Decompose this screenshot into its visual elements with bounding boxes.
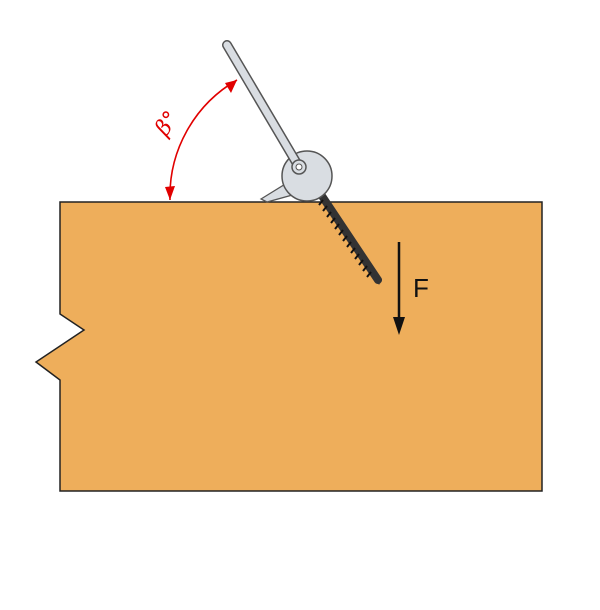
force-arrowhead [393, 317, 405, 335]
lifting-anchor-icon [222, 40, 333, 203]
anchor-rod [223, 41, 303, 171]
angle-arrowhead-right [225, 80, 237, 93]
angle-arc-icon [165, 79, 238, 201]
timber-beam [34, 201, 543, 492]
screw-tip [374, 275, 382, 285]
angle-arc [169, 79, 238, 201]
screw-icon [318, 192, 382, 285]
angle-arrowhead-left [165, 186, 175, 200]
screw-thread [318, 199, 372, 278]
angle-label: β° [150, 107, 185, 142]
force-label: F [413, 273, 429, 303]
anchor-pivot-inner [295, 163, 303, 171]
down-arrow-icon [393, 242, 405, 335]
